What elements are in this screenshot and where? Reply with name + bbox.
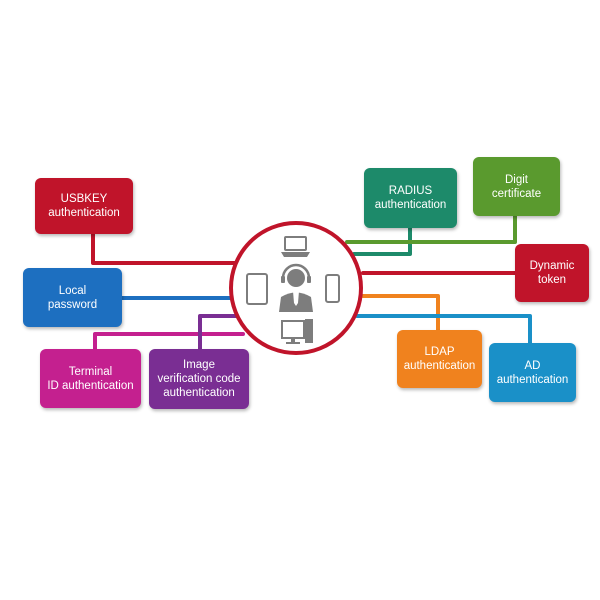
box-label-line: authentication [163, 387, 235, 399]
box-label-line: Digit [504, 173, 528, 186]
phone-icon [325, 274, 340, 303]
box-label-line: password [47, 298, 98, 311]
box-label-line: authentication [403, 360, 476, 372]
box-label-line: RADIUS [388, 185, 433, 197]
dynamic-token-box: Dynamic token [515, 244, 589, 302]
box-label-line: authentication [496, 373, 569, 386]
box-label-line: LDAP [424, 346, 455, 358]
box-label-line: Image [183, 359, 215, 371]
tablet-icon [246, 273, 268, 305]
usbkey-authentication-box: USBKEY authentication [35, 178, 133, 234]
connector-ad [355, 314, 532, 345]
box-label-line: authentication [374, 199, 447, 211]
connector-radius [352, 226, 412, 256]
connector-ldap [361, 294, 440, 332]
box-label-line: Dynamic [529, 260, 575, 272]
image-verification-code-box: Image verification code authentication [149, 349, 249, 409]
box-label-line: token [537, 274, 567, 286]
local-password-box: Local password [23, 268, 122, 327]
hub-circle [229, 221, 363, 355]
box-label-line: AD [524, 359, 541, 372]
box-label-line: Terminal [68, 365, 113, 378]
connector-image [198, 314, 238, 351]
box-label-line: ID authentication [47, 379, 134, 392]
box-label-line: certificate [491, 187, 542, 200]
connector-usbkey [91, 232, 240, 265]
box-label-line: verification code [157, 373, 241, 385]
box-label-line: USBKEY [60, 193, 108, 205]
radius-authentication-box: RADIUS authentication [364, 168, 457, 228]
laptop-icon [281, 236, 310, 257]
ad-authentication-box: AD authentication [489, 343, 576, 402]
connector-terminal [93, 332, 245, 351]
ldap-authentication-box: LDAP authentication [397, 330, 482, 388]
desktop-icon [281, 319, 313, 344]
box-label-line: authentication [48, 207, 120, 219]
digit-certificate-box: Digit certificate [473, 157, 560, 216]
user-icon [279, 263, 313, 312]
box-label-line: Local [58, 284, 87, 297]
terminal-id-authentication-box: Terminal ID authentication [40, 349, 141, 408]
connector-digit [345, 214, 517, 244]
